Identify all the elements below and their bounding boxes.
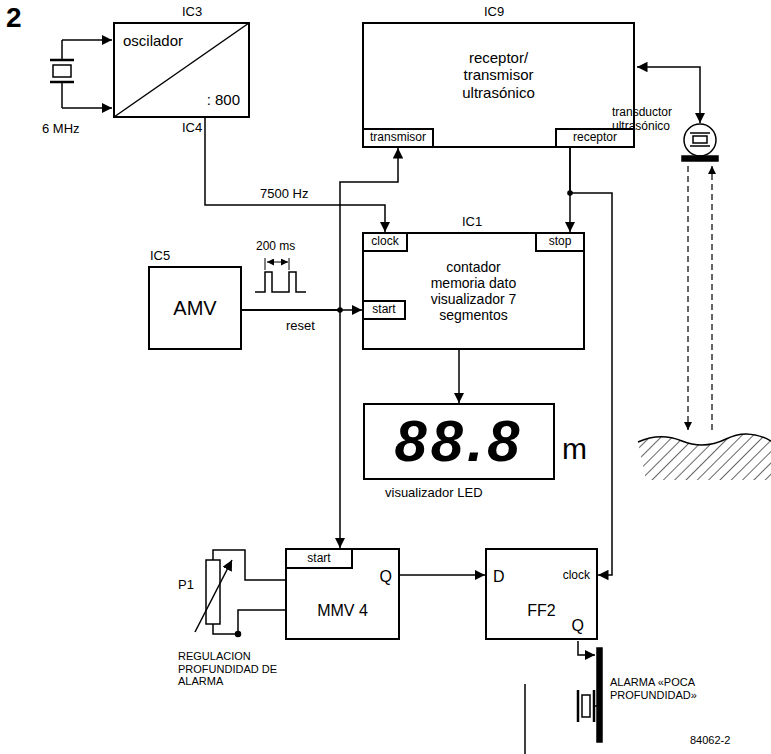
edge-label: 7500 Hz	[258, 186, 310, 201]
label-text: visualizador LED	[385, 486, 483, 501]
junction-dot	[337, 307, 343, 313]
block-box: FF2DclockQ	[485, 548, 598, 640]
block-box: start	[285, 548, 353, 569]
potentiometer-symbol	[195, 550, 285, 637]
block-box: receptor/ transmisor ultrasónico transmis…	[362, 22, 635, 148]
block-box: clock	[362, 232, 408, 252]
block-box: AMV	[148, 266, 242, 350]
node-text: clock	[371, 235, 398, 249]
signal-wire	[458, 350, 460, 403]
signal-wire	[242, 148, 398, 310]
crystal-symbol	[50, 40, 112, 108]
sound-waves	[688, 166, 712, 430]
node-text: Q	[380, 568, 392, 586]
node-text: stop	[549, 235, 572, 249]
pulse-symbol	[255, 258, 306, 292]
label-text: REGULACION PROFUNDIDAD DE ALARMA	[178, 650, 282, 688]
label-text: IC3	[182, 5, 202, 20]
node-text: 88.8	[395, 408, 524, 475]
label-text: ALARMA «POCA PROFUNDIDAD»	[610, 676, 697, 701]
label-text: P1	[178, 578, 194, 593]
edge-label: reset	[284, 318, 317, 333]
signal-wire	[570, 148, 612, 575]
separator-line	[524, 684, 526, 754]
label-text: transductor ultrasónico	[612, 106, 672, 134]
label-text: 2	[6, 2, 22, 34]
label-text: IC1	[462, 215, 482, 230]
block-box: 88.8	[363, 403, 555, 480]
signal-wire	[205, 118, 385, 232]
label-text: 84062-2	[690, 734, 730, 747]
divider-diagonal	[114, 23, 249, 117]
block-box: start	[362, 300, 406, 320]
transducer-symbol	[682, 124, 718, 161]
label-text: m	[562, 432, 587, 467]
node-text: receptor/ transmisor ultrasónico	[462, 49, 535, 101]
junction-dot	[567, 190, 573, 196]
node-text: start	[307, 552, 330, 566]
seabed	[638, 434, 771, 480]
label-text: 6 MHz	[42, 122, 80, 137]
node-text: oscilador	[123, 32, 183, 49]
label-text: IC5	[150, 249, 170, 264]
block-box: stop	[535, 232, 585, 252]
node-text: transmisor	[370, 131, 426, 145]
node-text: D	[493, 568, 505, 586]
node-text: Q	[572, 617, 584, 635]
node-text: receptor	[573, 131, 617, 145]
node-text: clock	[563, 569, 590, 583]
alarm-buzzer	[578, 641, 602, 742]
label-text: 200 ms	[256, 240, 295, 254]
block-box: contador memoria dato visualizador 7 seg…	[362, 232, 585, 350]
node-text: contador memoria dato visualizador 7 seg…	[424, 259, 524, 323]
block-box: MMV 4 Qstart	[285, 548, 400, 640]
signal-wire	[242, 310, 340, 548]
node-text: start	[372, 303, 395, 317]
label-text: IC9	[484, 5, 504, 20]
block-box: oscilador : 800	[113, 22, 250, 118]
signal-wire	[400, 574, 485, 576]
block-box: transmisor	[362, 128, 434, 148]
node-text: MMV 4	[287, 602, 398, 620]
node-text: : 800	[207, 91, 240, 108]
node-text: AMV	[173, 297, 216, 320]
label-text: IC4	[182, 121, 202, 136]
